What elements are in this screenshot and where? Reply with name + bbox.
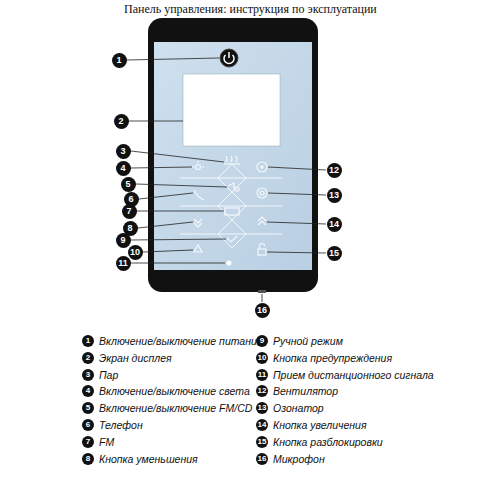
key-text: Включение/выключение FM/CD [99, 402, 252, 414]
page-title: Панель управления: инструкция по эксплуа… [124, 2, 377, 17]
callout-number: 5 [121, 177, 136, 192]
key-text: Микрофон [273, 453, 325, 465]
key-number: 3 [82, 369, 94, 381]
key-number: 9 [256, 335, 268, 347]
callout-number: 14 [327, 217, 342, 232]
button-grid [180, 164, 282, 248]
key-number: 7 [82, 436, 94, 448]
microphone [258, 290, 266, 293]
callout-number: 4 [116, 161, 131, 176]
callout-number: 12 [327, 163, 342, 178]
key-number: 11 [256, 369, 268, 381]
callout-number: 11 [116, 256, 131, 271]
key-text: Экран дисплея [99, 352, 172, 364]
key-text: Телефон [99, 419, 143, 431]
button-icons [192, 156, 267, 255]
key-number: 2 [82, 352, 94, 364]
key-number: 5 [82, 402, 94, 414]
callout-number: 1 [112, 53, 127, 68]
key-text: Озонатор [273, 402, 324, 414]
key-text: Включение/выключение питания [99, 335, 262, 347]
key-text: Кнопка уменьшения [99, 453, 198, 465]
key-number: 15 [256, 436, 268, 448]
key-text: Включение/выключение света [99, 385, 250, 397]
panel-face [154, 42, 312, 270]
key-number: 1 [82, 335, 94, 347]
remote-sensor [227, 261, 232, 266]
callout-number: 3 [116, 144, 131, 159]
display-screen [183, 74, 280, 146]
callout-number: 2 [114, 114, 129, 129]
key-text: Прием дистанционного сигнала [273, 369, 434, 381]
key-number: 6 [82, 419, 94, 431]
callout-number: 9 [116, 233, 131, 248]
key-number: 13 [256, 402, 268, 414]
callout-number: 7 [122, 204, 137, 219]
key-number: 14 [256, 419, 268, 431]
key-text: Вентилятор [273, 385, 338, 397]
key-text: Ручной режим [273, 335, 343, 347]
key-text: Кнопка увеличения [273, 419, 367, 431]
callout-number: 15 [327, 246, 342, 261]
key-text: Кнопка предупреждения [273, 352, 392, 364]
key-number: 10 [256, 352, 268, 364]
key-number: 8 [82, 453, 94, 465]
key-number: 12 [256, 385, 268, 397]
key-text: FM [99, 436, 114, 448]
key-text: Пар [99, 369, 118, 381]
key-number: 16 [256, 453, 268, 465]
key-number: 4 [82, 385, 94, 397]
callout-number: 13 [327, 188, 342, 203]
callout-number: 10 [128, 245, 143, 260]
key-text: Кнопка разблокировки [273, 436, 383, 448]
leader-lines [127, 58, 326, 302]
callout-number: 16 [255, 303, 270, 318]
power-button [220, 49, 238, 67]
